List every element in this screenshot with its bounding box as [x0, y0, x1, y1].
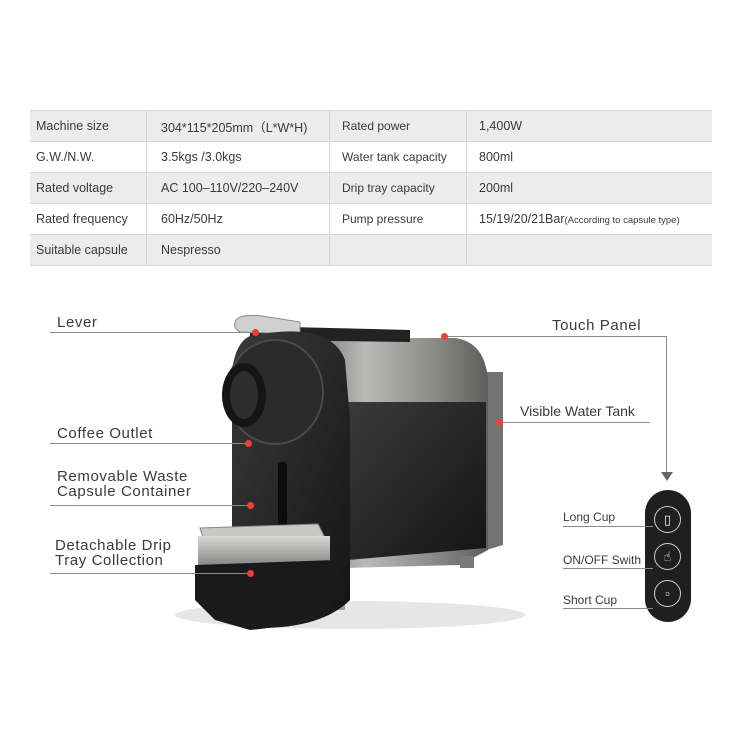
- lever-label: Lever: [57, 314, 98, 331]
- long-cup-label: Long Cup: [563, 510, 616, 524]
- spec-text: 3.5kgs /3.0kgs: [161, 150, 242, 164]
- touch-panel-dot: [441, 333, 448, 340]
- spec-text: Pump pressure: [342, 212, 424, 226]
- spec-text: Rated voltage: [36, 181, 114, 195]
- on-off-line: [563, 568, 653, 569]
- spec-cell-k1: Machine size: [30, 110, 147, 142]
- power-button[interactable]: ☝: [654, 543, 681, 570]
- spec-text: Water tank capacity: [342, 150, 447, 164]
- touch-panel-label: Touch Panel: [552, 317, 642, 334]
- spec-text: Nespresso: [161, 243, 221, 257]
- spec-cell-v1: 60Hz/50Hz: [146, 203, 330, 235]
- spec-cell-k2: Drip tray capacity: [329, 172, 467, 204]
- touch-panel-line: [445, 336, 667, 337]
- drip-tray-dot: [247, 570, 254, 577]
- waste-container-label-1: Removable Waste: [57, 468, 188, 485]
- touch-panel-arrow-line: [666, 336, 667, 474]
- long-cup-icon: ▯: [663, 511, 672, 527]
- drip-tray-line: [50, 573, 248, 574]
- outlet-slot: [278, 462, 287, 544]
- spec-cell-v2: 1,400W: [466, 110, 712, 142]
- spec-cell-k1: Rated frequency: [30, 203, 147, 235]
- long-cup-button[interactable]: ▯: [654, 506, 681, 533]
- spec-note: (According to capsule type): [564, 215, 680, 226]
- spec-cell-k1: Suitable capsule: [30, 234, 147, 266]
- spec-text: 60Hz/50Hz: [161, 212, 223, 226]
- water-tank-dot: [496, 419, 503, 426]
- long-cup-line: [563, 526, 653, 527]
- spec-text: 200ml: [479, 181, 514, 195]
- spec-text: 304*115*205mm（L*W*H): [161, 120, 308, 135]
- spec-row: Suitable capsule Nespresso: [30, 234, 712, 266]
- waste-container-label-2: Capsule Container: [57, 483, 192, 500]
- spec-text: 15/19/20/21Bar: [479, 212, 565, 226]
- hand-touch-icon: ☝: [663, 548, 672, 564]
- spec-text: 800ml: [479, 150, 514, 164]
- spec-cell-k2: Water tank capacity: [329, 141, 467, 173]
- lever-line: [50, 332, 255, 333]
- water-tank-line: [500, 422, 650, 423]
- spec-text: Rated frequency: [36, 212, 128, 226]
- spec-text: Rated power: [342, 119, 411, 133]
- coffee-outlet-dot: [245, 440, 252, 447]
- spec-cell-v2: [466, 234, 712, 266]
- on-off-label: ON/OFF Swith: [563, 553, 642, 567]
- short-cup-button[interactable]: ▫: [654, 580, 681, 607]
- coffee-outlet-line: [50, 443, 246, 444]
- short-cup-icon: ▫: [665, 586, 670, 601]
- spec-cell-v2: 800ml: [466, 141, 712, 173]
- spec-cell-v1: Nespresso: [146, 234, 330, 266]
- drip-tray-base: [195, 560, 335, 630]
- spec-text: Suitable capsule: [36, 243, 128, 257]
- spec-cell-k1: G.W./N.W.: [30, 141, 147, 173]
- drip-tray-label-1: Detachable Drip: [55, 537, 172, 554]
- spec-cell-v1: AC 100–110V/220–240V: [146, 172, 330, 204]
- waste-container-line: [50, 505, 248, 506]
- spec-cell-k2: [329, 234, 467, 266]
- spec-text: G.W./N.W.: [36, 150, 95, 164]
- drip-tray-label-2: Tray Collection: [55, 552, 164, 569]
- spec-text: Machine size: [36, 119, 109, 133]
- spec-cell-k2: Pump pressure: [329, 203, 467, 235]
- short-cup-label: Short Cup: [563, 593, 618, 607]
- water-tank-label: Visible Water Tank: [520, 403, 635, 419]
- black-side-panel: [348, 402, 486, 560]
- spec-table: Machine size 304*115*205mm（L*W*H) Rated po…: [30, 110, 712, 266]
- touch-panel: ▯ ☝ ▫: [645, 490, 691, 622]
- spec-cell-k2: Rated power: [329, 110, 467, 142]
- short-cup-line: [563, 608, 653, 609]
- waste-container-dot: [247, 502, 254, 509]
- spec-text: AC 100–110V/220–240V: [161, 181, 299, 195]
- coffee-outlet-label: Coffee Outlet: [57, 425, 153, 442]
- spec-row: Rated voltage AC 100–110V/220–240V Drip tr…: [30, 172, 712, 204]
- touch-panel-arrow: [661, 472, 673, 481]
- spec-text: Drip tray capacity: [342, 181, 435, 195]
- spec-text: 1,400W: [479, 119, 523, 133]
- rear-foot: [460, 556, 474, 568]
- lever-handle: [234, 315, 301, 335]
- lever-dot: [252, 329, 259, 336]
